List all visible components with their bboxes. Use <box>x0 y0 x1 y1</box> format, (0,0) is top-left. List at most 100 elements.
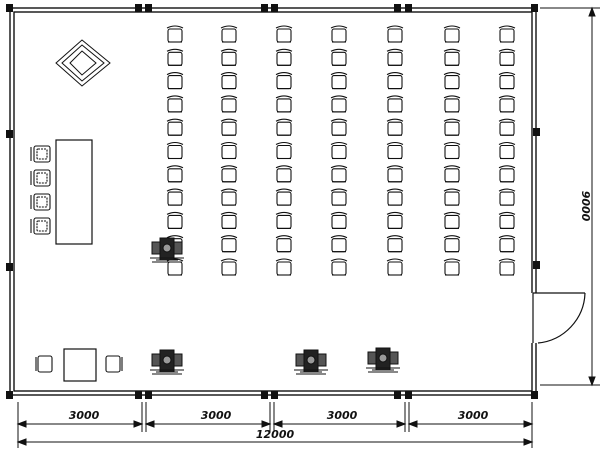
audience-chair <box>386 165 404 183</box>
audience-chair <box>166 141 184 160</box>
dimension-segment-2: 3000 <box>201 409 232 422</box>
podium-chair <box>30 217 51 235</box>
dimension-height: 9000 <box>579 191 592 222</box>
audience-chair <box>443 188 461 206</box>
audience-chair <box>330 165 348 183</box>
audience-chair <box>498 72 516 90</box>
audience-chair <box>443 118 461 136</box>
audience-chair <box>330 188 348 206</box>
audience-chair <box>220 48 238 66</box>
side-chair <box>35 355 53 373</box>
audience-chair <box>330 118 348 136</box>
audience-chair <box>166 72 184 90</box>
side-table <box>63 348 97 382</box>
audience-chair <box>330 211 348 229</box>
podium-chair <box>30 169 51 187</box>
audience-chair <box>220 188 238 206</box>
audience-chair <box>386 48 404 66</box>
structural-columns <box>6 4 540 399</box>
audience-chair <box>220 95 238 113</box>
audience-chair <box>275 141 293 160</box>
audience-chair <box>330 258 348 276</box>
audience-chair <box>443 258 461 276</box>
camera-icon <box>294 349 328 375</box>
audience-seating <box>166 25 516 276</box>
audience-chair <box>386 72 404 90</box>
audience-chair <box>220 141 238 160</box>
camera-icon <box>150 349 184 375</box>
audience-chair <box>330 48 348 66</box>
audience-chair <box>443 72 461 90</box>
audience-chair <box>220 211 238 229</box>
audience-chair <box>386 141 404 160</box>
audience-chair <box>166 118 184 136</box>
audience-chair <box>386 211 404 229</box>
dimension-total: 12000 <box>256 428 295 441</box>
audience-chair <box>498 258 516 276</box>
audience-chair <box>220 25 238 43</box>
audience-chair <box>498 235 516 253</box>
dimension-segment-4: 3000 <box>458 409 489 422</box>
audience-chair <box>443 95 461 113</box>
audience-chair <box>220 258 238 276</box>
audience-chair <box>386 95 404 113</box>
audience-chair <box>498 25 516 43</box>
audience-chair <box>330 141 348 160</box>
audience-chair <box>275 72 293 90</box>
audience-chair <box>220 118 238 136</box>
audience-chair <box>498 48 516 66</box>
audience-chair <box>443 235 461 253</box>
audience-chair <box>275 188 293 206</box>
side-chair <box>105 355 123 373</box>
dimension-segment-1: 3000 <box>69 409 100 422</box>
audience-chair <box>166 48 184 66</box>
audience-chair <box>275 95 293 113</box>
audience-chair <box>443 211 461 229</box>
audience-chair <box>166 95 184 113</box>
audience-chair <box>443 48 461 66</box>
camera-icon <box>150 237 184 263</box>
audience-chair <box>275 118 293 136</box>
audience-chair <box>275 25 293 43</box>
audience-chair <box>166 258 184 276</box>
audience-chair <box>498 95 516 113</box>
audience-chair <box>498 211 516 229</box>
equipment-group <box>150 237 400 375</box>
audience-chair <box>498 118 516 136</box>
audience-chair <box>330 235 348 253</box>
audience-chair <box>275 48 293 66</box>
audience-chair <box>498 165 516 183</box>
audience-chair <box>386 188 404 206</box>
podium-chairs <box>30 145 51 235</box>
camera-icon <box>366 347 400 373</box>
audience-chair <box>166 25 184 43</box>
audience-chair <box>330 95 348 113</box>
audience-chair <box>330 72 348 90</box>
audience-chair <box>443 25 461 43</box>
audience-chair <box>386 25 404 43</box>
podium-chair <box>30 145 51 163</box>
audience-chair <box>220 165 238 183</box>
audience-chair <box>498 141 516 160</box>
side-chairs <box>35 355 123 373</box>
plant-pot <box>55 39 111 87</box>
audience-chair <box>166 188 184 206</box>
dimension-lines <box>16 6 600 448</box>
podium-table <box>55 139 93 245</box>
audience-chair <box>443 165 461 183</box>
audience-chair <box>275 235 293 253</box>
audience-chair <box>443 141 461 160</box>
audience-chair <box>386 235 404 253</box>
door-opening <box>531 293 539 343</box>
room-walls <box>9 7 537 396</box>
dimension-segment-3: 3000 <box>327 409 358 422</box>
audience-chair <box>498 188 516 206</box>
audience-chair <box>275 258 293 276</box>
audience-chair <box>330 25 348 43</box>
audience-chair <box>386 258 404 276</box>
audience-chair <box>275 165 293 183</box>
audience-chair <box>220 72 238 90</box>
audience-chair <box>275 211 293 229</box>
audience-chair <box>166 211 184 229</box>
